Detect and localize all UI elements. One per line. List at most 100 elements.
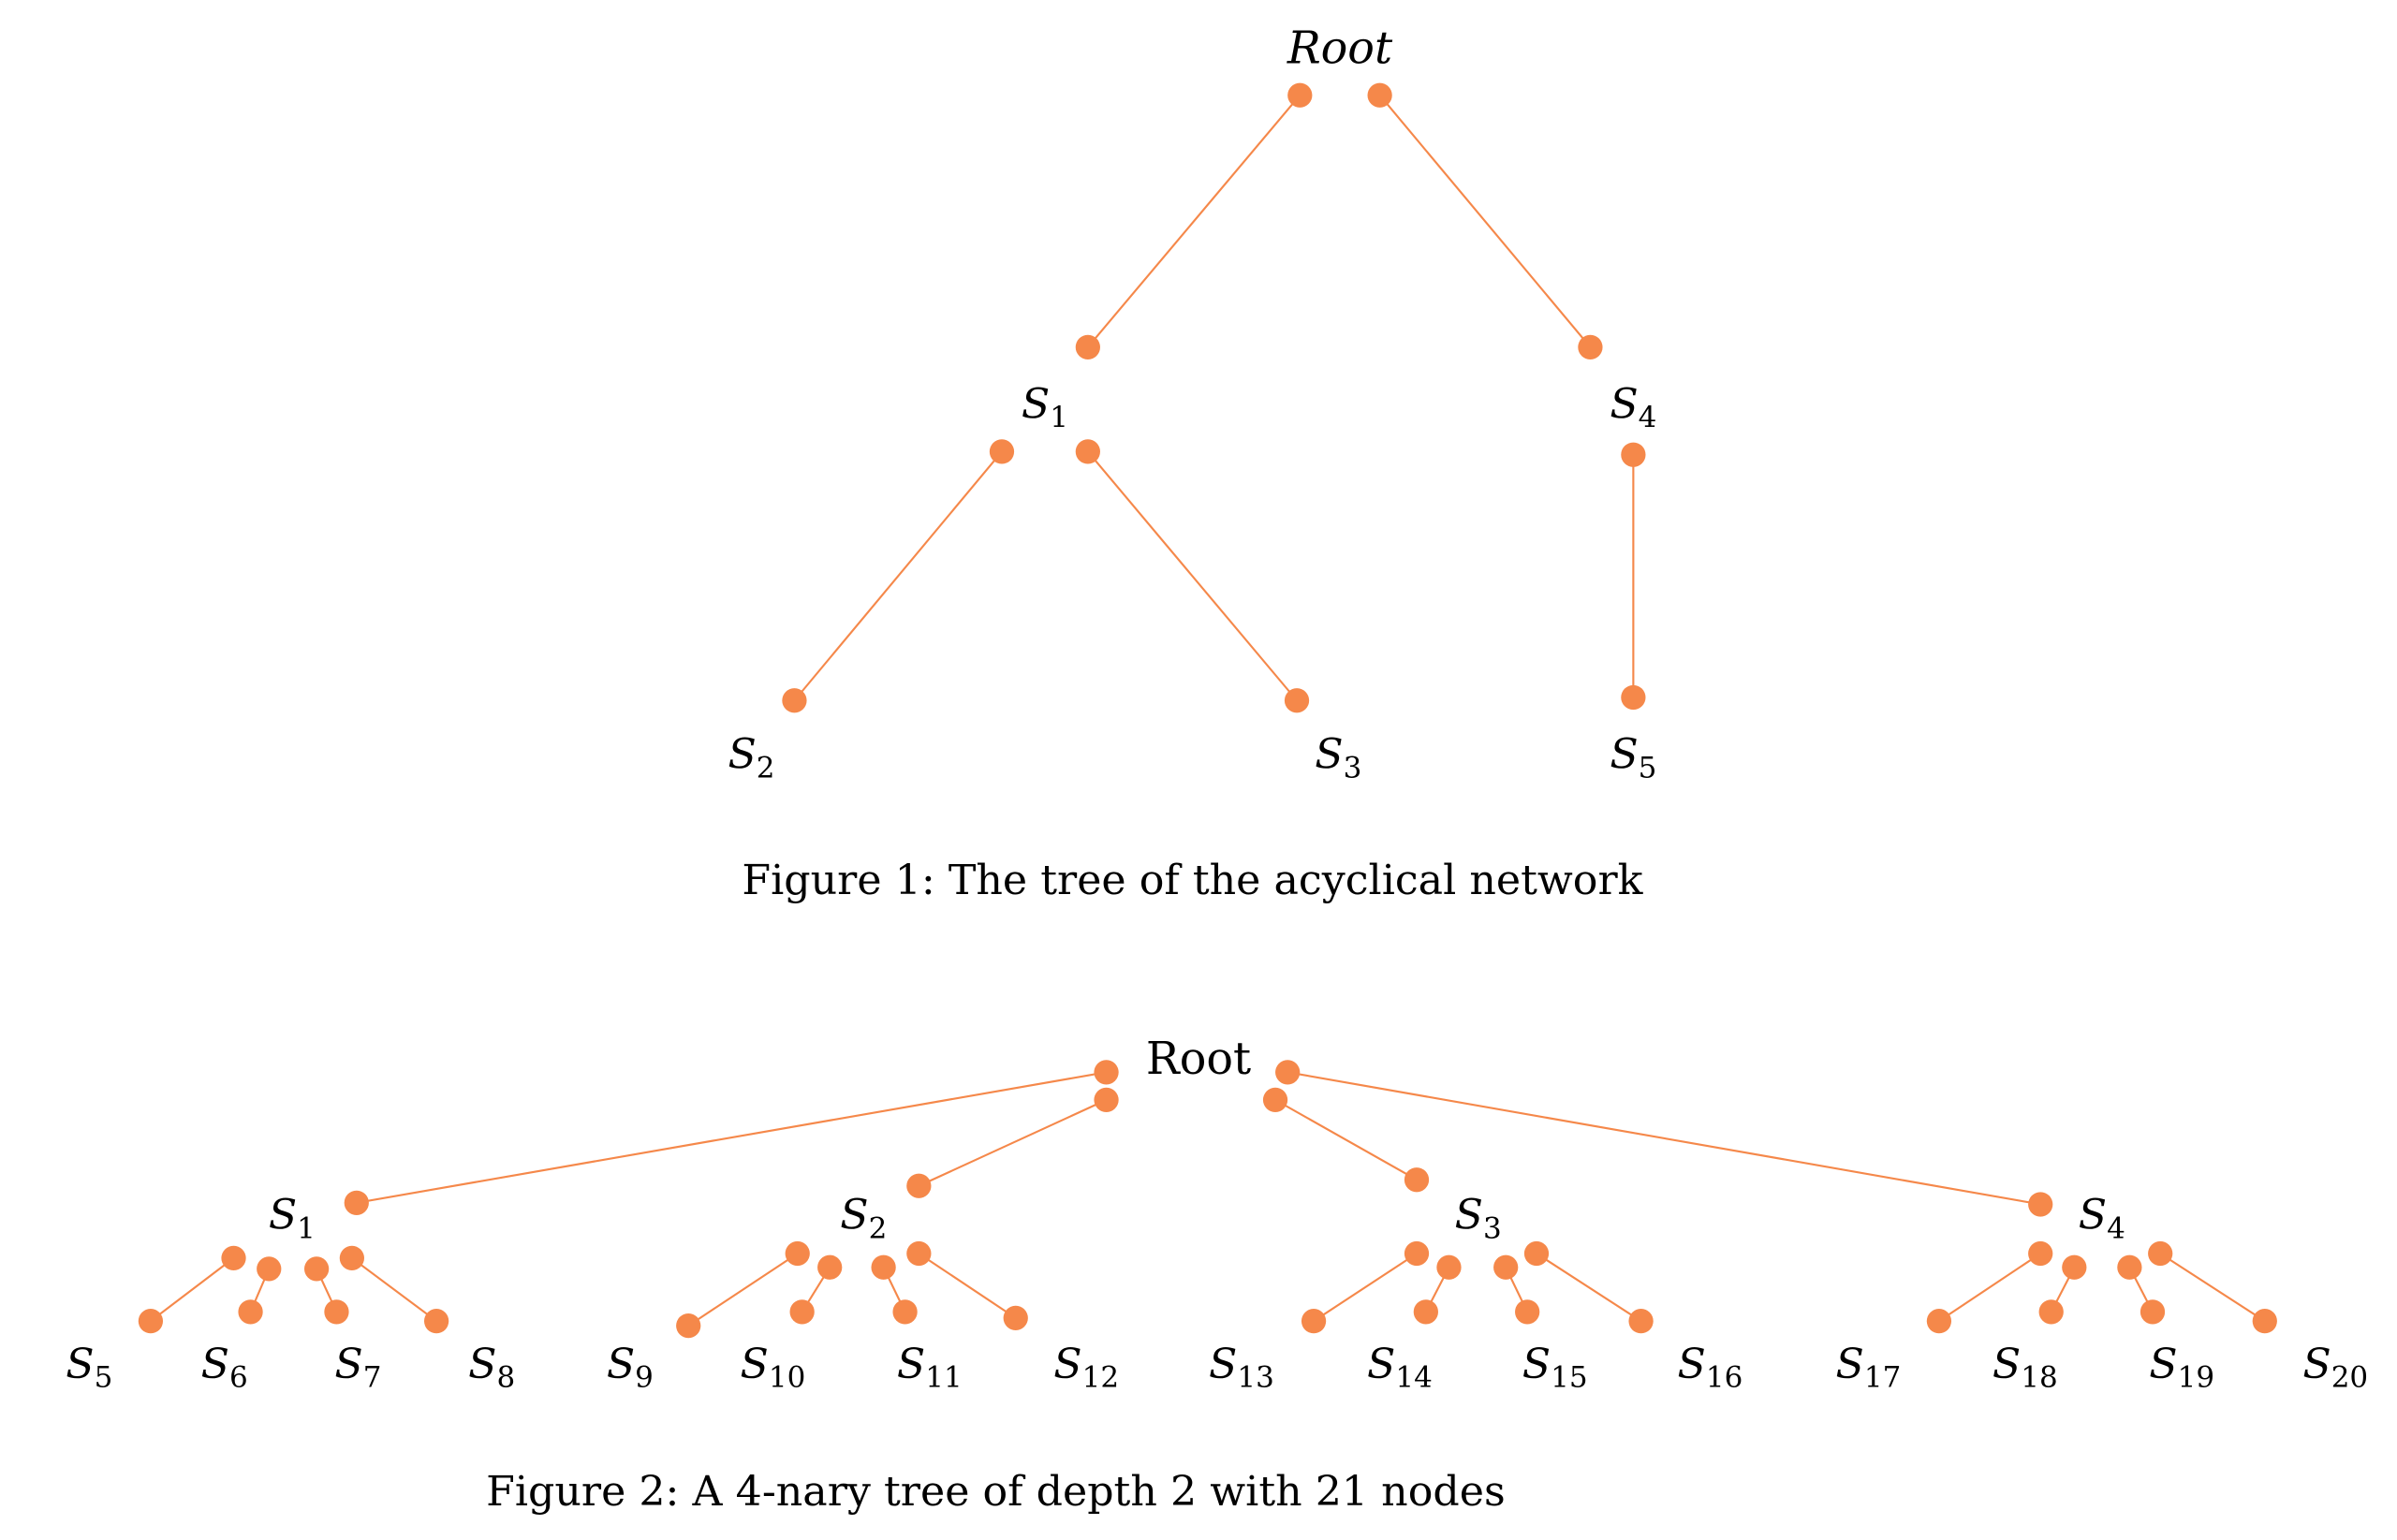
leaf-label: S9	[607, 1341, 654, 1395]
label-subscript: 11	[925, 1361, 962, 1395]
label-subscript: 1	[1050, 401, 1068, 434]
node-label-s5: S5	[1610, 730, 1656, 785]
label-subscript: 4	[1639, 401, 1657, 434]
node-port	[1287, 82, 1313, 108]
label-base: S	[1993, 1341, 2021, 1388]
leaf-label: S7	[334, 1341, 381, 1395]
leaf-node	[2038, 1299, 2064, 1325]
node-port	[1075, 439, 1100, 464]
figure-1-edges	[793, 95, 1635, 701]
edge-level1-level2	[687, 1253, 799, 1327]
edge-level1-level2	[351, 1257, 437, 1323]
label-base: S	[607, 1341, 635, 1388]
leaf-label: S15	[1522, 1341, 1588, 1395]
level1-node-port	[2028, 1192, 2053, 1217]
edge-S1-S3	[1087, 450, 1298, 701]
node-label-s4: S4	[1610, 380, 1656, 434]
level1-node-port	[1436, 1254, 1462, 1280]
leaf-label: S20	[2302, 1341, 2368, 1395]
leaf-label: S13	[1209, 1341, 1274, 1395]
leaf-label: S6	[201, 1341, 248, 1395]
node-label-s3: S3	[1315, 730, 1361, 785]
label-subscript: 14	[1395, 1361, 1432, 1395]
node-port	[1075, 334, 1100, 359]
label-base: S	[1522, 1341, 1551, 1388]
leaf-node	[1515, 1299, 1540, 1325]
node-label-s2: S2	[728, 730, 774, 785]
root-label: Root	[1287, 22, 1393, 74]
label-base: S	[1455, 1192, 1483, 1239]
label-subscript: 3	[1483, 1212, 1502, 1246]
node-port	[1578, 334, 1603, 359]
figure-2-nodes	[138, 1060, 2277, 1339]
label-subscript: 18	[2021, 1361, 2057, 1395]
label-subscript: 7	[363, 1361, 382, 1395]
edge-Root-S1	[1087, 95, 1301, 348]
node-port	[1621, 442, 1646, 467]
root-port	[1094, 1087, 1119, 1113]
level1-node-port	[303, 1256, 330, 1282]
leaf-node	[1628, 1309, 1654, 1334]
edge-root-child	[356, 1071, 1107, 1204]
level1-node-port	[906, 1173, 932, 1198]
label-base: S	[2149, 1341, 2177, 1388]
level1-node-port	[785, 1240, 810, 1267]
level1-label: S4	[2079, 1192, 2125, 1246]
label-base: S	[897, 1341, 925, 1388]
level1-label: S2	[840, 1192, 887, 1246]
leaf-node	[789, 1299, 815, 1325]
label-subscript: 5	[95, 1361, 113, 1395]
leaf-node	[2252, 1309, 2277, 1334]
level1-node-port	[2028, 1240, 2053, 1267]
label-subscript: 17	[1864, 1361, 1901, 1395]
label-subscript: 8	[496, 1361, 515, 1395]
level1-node-port	[344, 1190, 369, 1215]
label-base: S	[1367, 1341, 1395, 1388]
edge-root-child	[1287, 1071, 2041, 1206]
label-base: S	[1053, 1341, 1081, 1388]
label-base: S	[269, 1192, 297, 1239]
leaf-node	[423, 1309, 449, 1334]
label-subscript: 9	[635, 1361, 654, 1395]
leaf-label: S12	[1053, 1341, 1119, 1395]
level1-node-port	[1404, 1167, 1430, 1193]
edge-Root-S4	[1378, 95, 1592, 348]
node-port	[1367, 82, 1392, 108]
label-subscript: 2	[757, 751, 775, 785]
node-port	[782, 688, 807, 713]
node-port	[1621, 684, 1646, 711]
node-port	[989, 439, 1015, 464]
level1-node-port	[257, 1256, 282, 1282]
edge-level1-level2	[1313, 1253, 1418, 1323]
node-port	[1284, 688, 1310, 713]
label-base: S	[1678, 1341, 1706, 1388]
edge-root-child	[918, 1098, 1107, 1187]
leaf-node	[1926, 1309, 1952, 1334]
level1-node-port	[2148, 1240, 2173, 1267]
level1-label: S3	[1455, 1192, 1502, 1246]
node-label-s1: S1	[1022, 380, 1068, 434]
label-subscript: 6	[229, 1361, 248, 1395]
level1-node-port	[1493, 1254, 1519, 1280]
label-base: S	[2079, 1192, 2107, 1239]
leaf-node	[238, 1299, 263, 1325]
edge-level1-level2	[1938, 1253, 2041, 1323]
edge-level1-level2	[1536, 1253, 1642, 1323]
label-subscript: 5	[1639, 751, 1657, 785]
figure-2-caption: Figure 2: A 4-nary tree of depth 2 with …	[486, 1468, 1506, 1516]
label-base: S	[741, 1341, 769, 1388]
figure-1-nodes	[782, 82, 1646, 713]
label-base: S	[468, 1341, 496, 1388]
label-subscript: 4	[2107, 1212, 2125, 1246]
edge-level1-level2	[150, 1257, 235, 1323]
leaf-label: S5	[66, 1341, 112, 1395]
label-base: S	[2302, 1341, 2331, 1388]
leaf-label: S17	[1836, 1341, 1902, 1395]
edge-S1-S2	[793, 450, 1003, 701]
figure-2-edges	[150, 1071, 2266, 1327]
leaf-node	[676, 1313, 701, 1339]
edge-level1-level2	[918, 1253, 1017, 1319]
